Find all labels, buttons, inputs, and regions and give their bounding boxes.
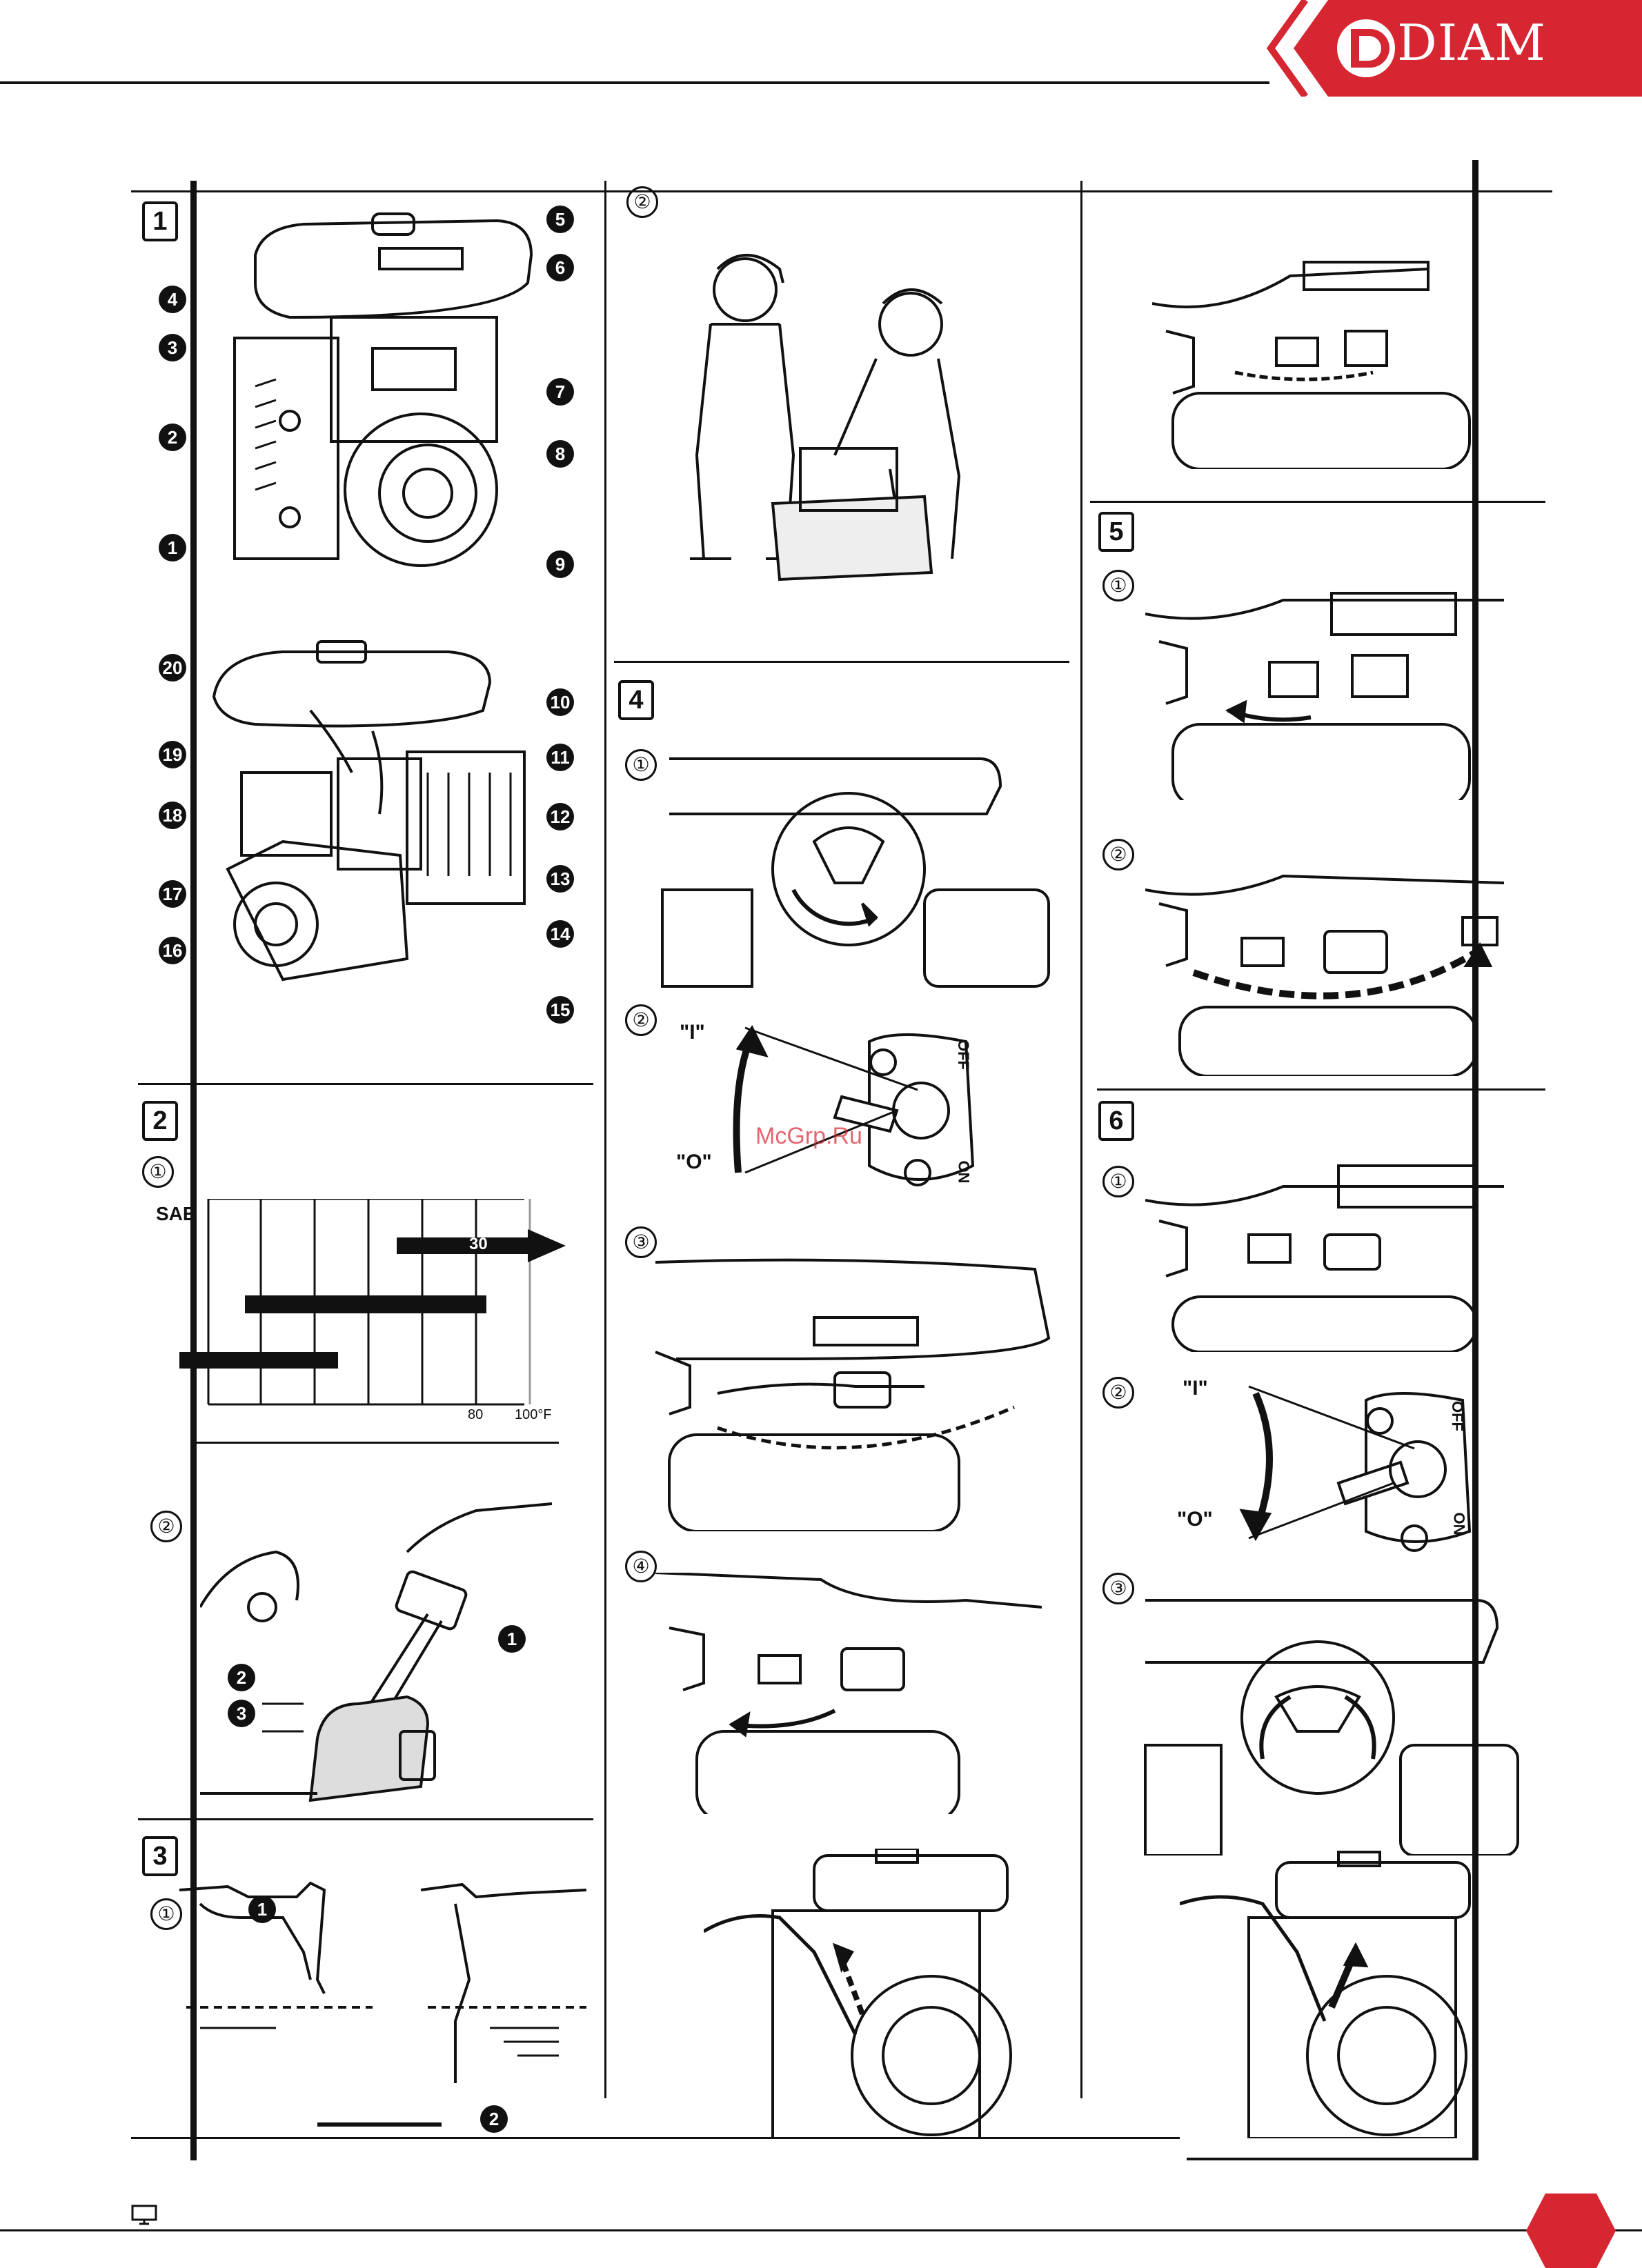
- oil-bar-30-label: 30: [469, 1235, 488, 1254]
- step-6-2: ②: [1102, 1377, 1134, 1409]
- page-corner-badge: [1526, 2194, 1616, 2268]
- switch-6-on-symbol: "I": [1183, 1377, 1208, 1400]
- fuel-valve-top-view: [655, 731, 1069, 993]
- callout-19: 19: [159, 741, 186, 768]
- callout-4: 4: [159, 286, 186, 313]
- step-6-1: ①: [1102, 1166, 1134, 1197]
- monitor-icon: [131, 2205, 157, 2225]
- step-4-2: ②: [625, 1004, 657, 1036]
- callout-5: 5: [546, 206, 574, 233]
- section-6-badge: 6: [1098, 1101, 1134, 1141]
- fuel-valve-view-6-3: [1138, 1580, 1539, 1856]
- callout-11: 11: [546, 744, 574, 771]
- callout-12: 12: [546, 803, 574, 830]
- tick-100f: 100°F: [515, 1407, 552, 1423]
- switch-4-on-symbol: "I": [680, 1021, 705, 1044]
- step-4-3: ③: [625, 1226, 657, 1258]
- step-col2-top: ②: [626, 186, 658, 218]
- switch-6-off-symbol: "O": [1177, 1508, 1213, 1531]
- section-1-badge: 1: [142, 201, 178, 241]
- section-5-badge: 5: [1098, 512, 1134, 552]
- step-4-4: ④: [625, 1551, 657, 1582]
- choke-view-6-1: [1145, 1159, 1539, 1352]
- choke-view-5-2: [1145, 848, 1539, 1076]
- dipstick-illustration: [200, 1497, 573, 1814]
- callout-13: 13: [546, 865, 574, 893]
- engine-rear-illustration: [200, 635, 559, 1021]
- mechanics-illustration: [662, 228, 993, 614]
- step-2-2: ②: [150, 1511, 182, 1542]
- gauge-callout-1: 1: [498, 1625, 526, 1653]
- callout-14: 14: [546, 920, 574, 948]
- step-5-2: ②: [1102, 839, 1134, 871]
- choke-lever-view-top: [1152, 235, 1539, 469]
- tick-80: 80: [468, 1407, 483, 1423]
- section-3-badge: 3: [142, 1836, 178, 1876]
- callout-10: 10: [546, 688, 574, 716]
- switch-diagram-6: [1166, 1373, 1490, 1566]
- callout-2: 2: [159, 424, 186, 451]
- recoil-start-illustration-2: [1180, 1849, 1525, 2138]
- brand-name: DIAM: [1397, 14, 1546, 72]
- switch-4-on-text: ON: [955, 1161, 973, 1184]
- switch-6-on-text: ON: [1450, 1513, 1468, 1535]
- callout-15: 15: [546, 996, 574, 1024]
- callout-7: 7: [546, 378, 574, 406]
- callout-17: 17: [159, 880, 186, 908]
- switch-6-off-text: OFF: [1448, 1401, 1466, 1431]
- callout-1: 1: [159, 534, 186, 561]
- callout-6: 6: [546, 254, 574, 281]
- recoil-start-illustration-1: [704, 1849, 1049, 2138]
- choke-lever-view-4-3: [649, 1255, 1062, 1531]
- callout-9: 9: [546, 550, 574, 578]
- gauge-callout-2: 2: [228, 1664, 255, 1691]
- switch-4-off-symbol: "O": [676, 1151, 712, 1174]
- callout-8: 8: [546, 440, 574, 468]
- step-5-1: ①: [1102, 570, 1134, 601]
- callout-16: 16: [159, 937, 186, 964]
- step-6-3: ③: [1102, 1573, 1134, 1604]
- gauge-callout-3: 3: [228, 1700, 255, 1727]
- choke-lever-view-4-4: [655, 1573, 1062, 1814]
- switch-4-off-text: OFF: [954, 1040, 972, 1070]
- callout-18: 18: [159, 802, 186, 829]
- oil-viscosity-chart: [172, 1199, 573, 1413]
- callout-3: 3: [159, 334, 186, 361]
- section-2-badge: 2: [142, 1101, 178, 1141]
- step-2-1: ①: [142, 1156, 174, 1188]
- watermark: McGrp.Ru: [755, 1123, 862, 1150]
- step-4-1: ①: [625, 749, 657, 781]
- filter-callout-1: 1: [248, 1896, 276, 1923]
- engine-front-illustration: [207, 200, 566, 593]
- brand-logo: DIAM: [1228, 0, 1642, 97]
- filter-callout-2: 2: [480, 2105, 508, 2133]
- choke-view-5-1: [1145, 573, 1539, 800]
- section-4-badge: 4: [618, 680, 654, 720]
- callout-20: 20: [159, 654, 186, 682]
- fuel-filter-illustration: [172, 1876, 586, 2138]
